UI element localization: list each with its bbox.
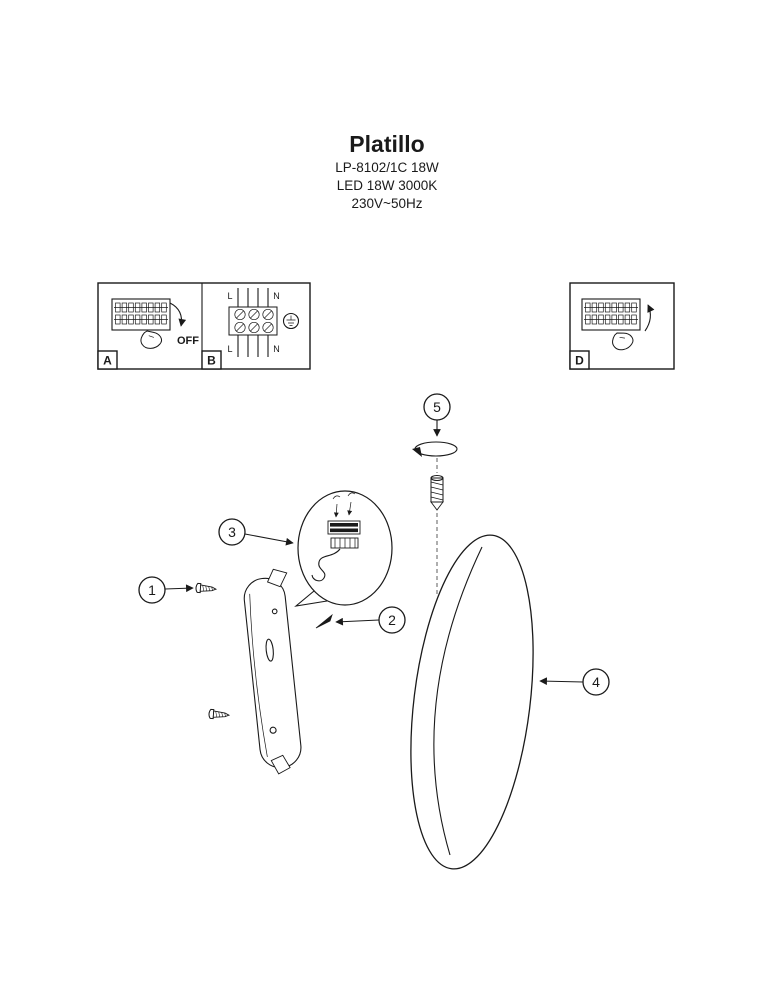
callout-3-number: 3 xyxy=(228,524,236,540)
wire-insert-arrow-left xyxy=(333,503,339,518)
wire-label-bottom-left: L xyxy=(227,344,232,354)
callout-4-circle xyxy=(582,668,610,696)
callout-3-leader xyxy=(244,533,294,546)
panel-d: D xyxy=(569,282,675,370)
breaker-panel-icon xyxy=(111,298,171,331)
stud-screw xyxy=(430,474,444,511)
plate-top-tab xyxy=(266,568,288,588)
stud-screw-assembly xyxy=(412,420,458,597)
callout-5-circle xyxy=(423,393,451,421)
fixing-pin xyxy=(315,613,333,629)
wire-label-top-right: N xyxy=(273,291,280,301)
panel-b: L N L N B xyxy=(201,288,300,370)
callout-1-circle xyxy=(138,576,166,604)
switch-on-arrow xyxy=(644,304,655,332)
plate-slot-hole xyxy=(265,638,274,662)
rotation-arrow-icon xyxy=(412,441,458,457)
callout-2-leader xyxy=(335,617,380,626)
off-label: OFF xyxy=(177,335,199,347)
callout-2-circle xyxy=(378,606,406,634)
wire-label-top-left: L xyxy=(227,291,232,301)
header: Platillo LP-8102/1C 18W LED 18W 3000K 23… xyxy=(335,131,439,211)
product-voltage: 230V~50Hz xyxy=(352,196,423,211)
plate-hole-top xyxy=(271,608,278,615)
panel-b-label: B xyxy=(207,354,216,368)
callout-4: 4 xyxy=(539,668,610,696)
callout-4-leader xyxy=(539,677,584,686)
product-led-spec: LED 18W 3000K xyxy=(337,178,438,193)
wire-insert-arrow-right xyxy=(347,501,353,516)
panel-a-label: A xyxy=(103,354,112,368)
wire-label-bottom-right: N xyxy=(273,344,280,354)
product-model: LP-8102/1C 18W xyxy=(335,160,439,175)
panel-b-label-box xyxy=(201,350,222,370)
plate-edge-line xyxy=(249,593,268,758)
panel-a-label-box xyxy=(97,350,118,370)
callout-2: 2 xyxy=(335,606,406,634)
product-title: Platillo xyxy=(349,131,424,157)
plate-hole-bottom xyxy=(269,726,277,734)
panel-d-label: D xyxy=(575,354,584,368)
balloon-pointer xyxy=(294,590,328,607)
callout-5-number: 5 xyxy=(433,399,441,415)
panel-ab: OFF A L N xyxy=(97,282,311,370)
callout-4-number: 4 xyxy=(592,674,600,690)
lamp-rim-line xyxy=(433,546,483,856)
ground-symbol-icon xyxy=(282,312,300,330)
mounting-plate xyxy=(243,568,302,775)
wire-lines-top xyxy=(237,288,269,307)
panel-a: OFF A xyxy=(97,298,199,370)
wire-lines-bottom xyxy=(237,335,269,357)
callout-1-leader xyxy=(164,584,194,593)
callout-1-number: 1 xyxy=(148,582,156,598)
wire-ends xyxy=(332,492,356,500)
plate-bottom-tab xyxy=(270,754,291,775)
lamp-cover xyxy=(410,534,534,870)
connector-block xyxy=(327,520,361,549)
panel-d-label-box xyxy=(569,350,590,370)
callout-2-number: 2 xyxy=(388,612,396,628)
breaker-panel-icon xyxy=(581,298,641,331)
connector-wire xyxy=(311,548,341,582)
switch-off-arrow xyxy=(169,302,187,327)
callout-5: 5 xyxy=(423,393,451,421)
callout-1: 1 xyxy=(138,576,194,604)
callout-3: 3 xyxy=(218,518,294,546)
callout-3-circle xyxy=(218,518,246,546)
terminal-block xyxy=(228,306,278,336)
detail-balloon xyxy=(294,490,393,607)
exploded-view: 1 2 3 4 5 xyxy=(138,393,610,870)
